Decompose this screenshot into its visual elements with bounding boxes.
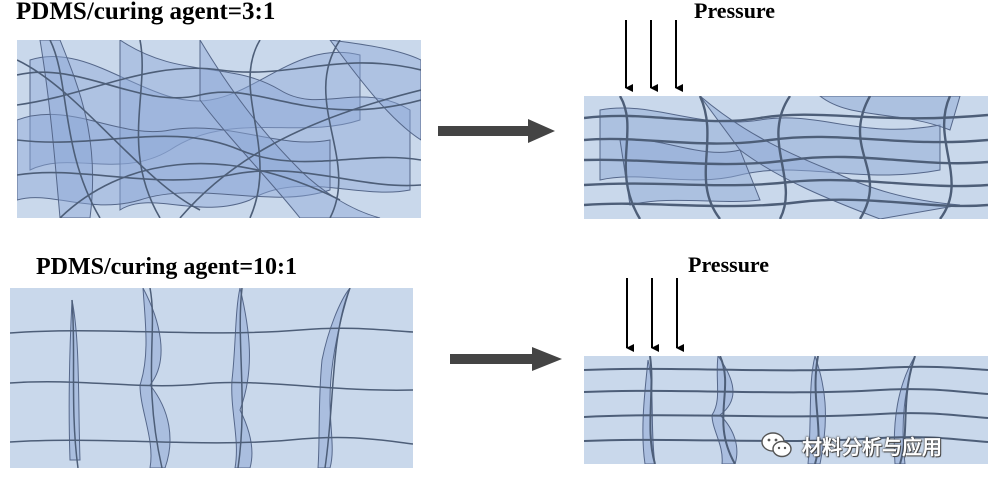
fiber-network [17, 40, 421, 218]
process-arrow-top [438, 119, 555, 143]
pressure-arrows-bottom [626, 278, 684, 352]
pressure-label-top: Pressure [694, 0, 776, 23]
pressure-arrows-top [625, 20, 683, 92]
wechat-logo-icon [761, 432, 792, 458]
ratio-label-10to1: PDMS/curing agent=10:1 [36, 254, 297, 280]
fiber-network [584, 96, 988, 219]
fiber-network [584, 356, 988, 464]
fiber-network [10, 288, 413, 468]
panel-3to1-compressed [584, 96, 988, 219]
panel-10to1-relaxed [10, 288, 413, 468]
ratio-label-3to1: PDMS/curing agent=3:1 [16, 0, 276, 25]
panel-10to1-compressed [584, 356, 988, 464]
pressure-label-bottom: Pressure [688, 252, 770, 277]
watermark: 材料分析与应用 [760, 430, 942, 460]
watermark-text: 材料分析与应用 [802, 434, 942, 459]
process-arrow-bottom [450, 347, 562, 371]
panel-3to1-relaxed [17, 40, 421, 218]
